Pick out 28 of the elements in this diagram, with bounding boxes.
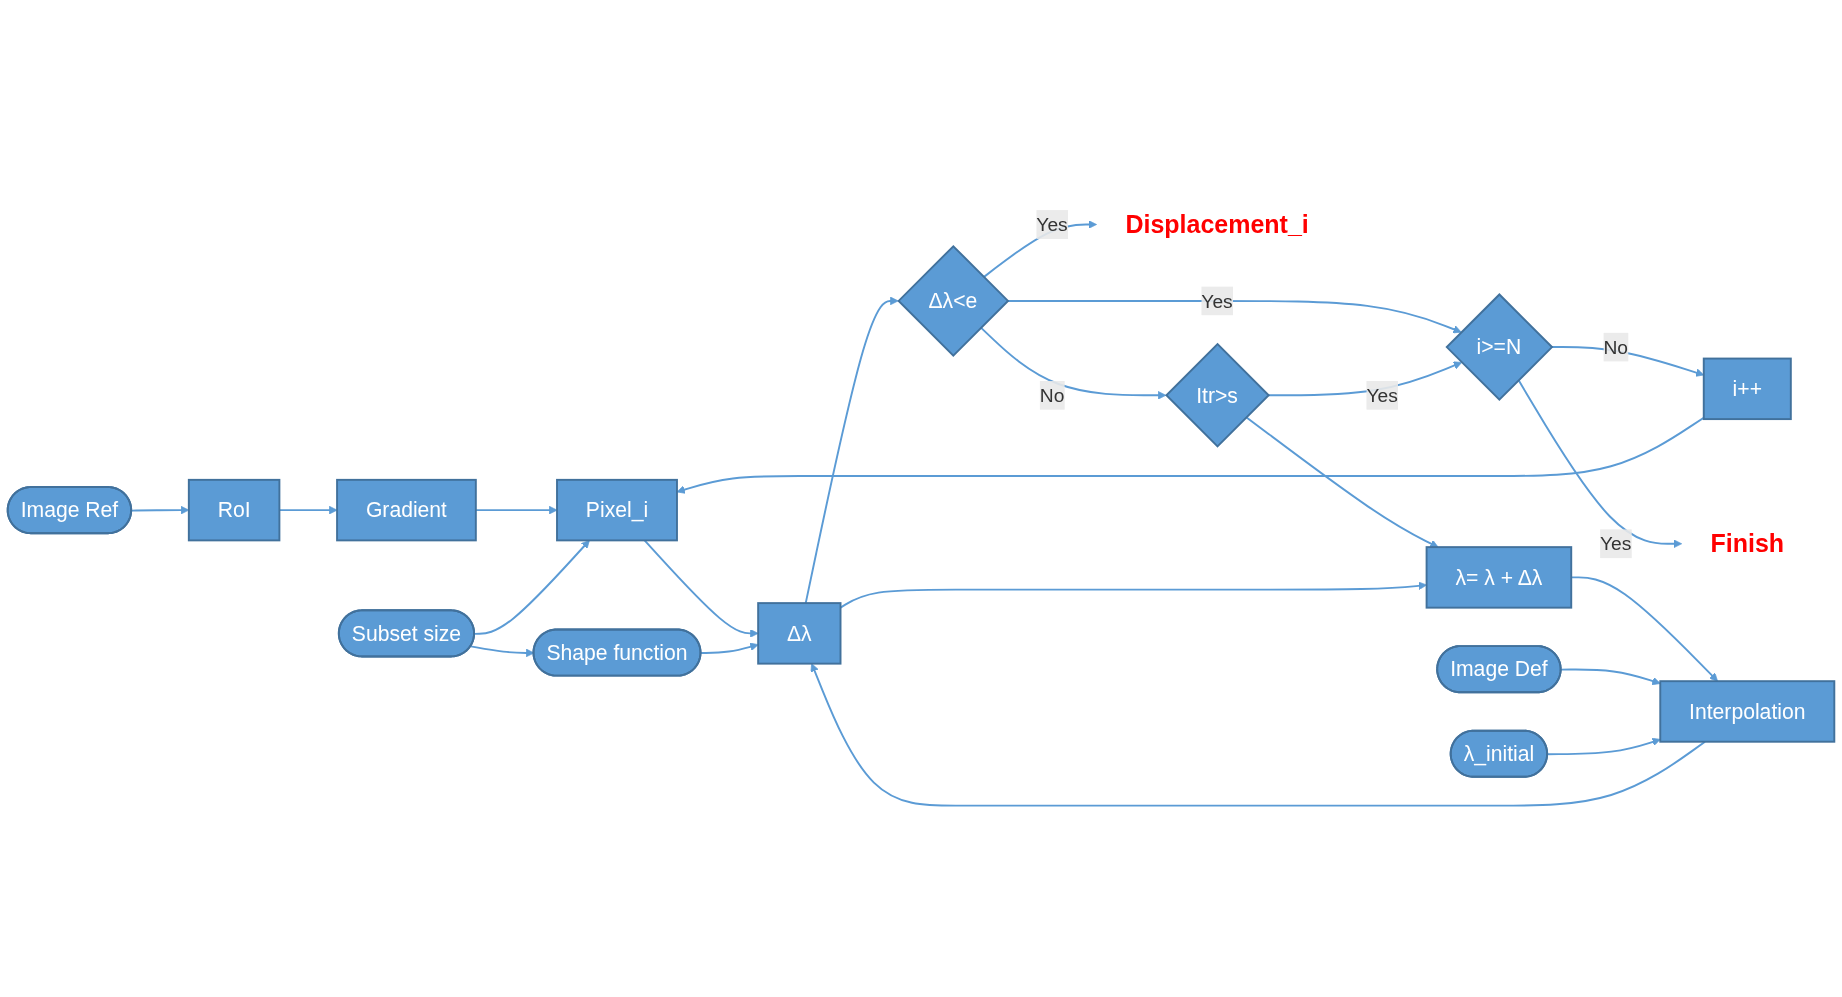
node-diamond [1165, 342, 1271, 448]
node-text: Finish [1710, 528, 1785, 558]
edge-label: Yes [1201, 290, 1233, 312]
arrow [804, 296, 899, 605]
node-diamond [897, 244, 1010, 357]
arrow [1006, 299, 1462, 334]
edge-label: Yes [1366, 384, 1398, 406]
node-box [187, 478, 281, 542]
node-box [1425, 546, 1573, 609]
node-box [1659, 680, 1836, 743]
node-box [336, 478, 477, 542]
edge-label: Yes [1036, 213, 1068, 236]
node-diamond [1445, 293, 1554, 402]
edge-label: No [1603, 336, 1629, 358]
arrow [700, 642, 759, 655]
node-box [1702, 357, 1792, 421]
node-box [757, 602, 842, 665]
edge-label: Yes [1600, 533, 1632, 555]
arrow [676, 416, 1705, 494]
node-text: Displacement_i [1125, 209, 1309, 239]
arrow [1245, 416, 1439, 548]
arrow [979, 326, 1167, 400]
arrow [643, 539, 759, 638]
arrow [810, 663, 1706, 807]
arrow [1560, 668, 1661, 686]
node-box [556, 478, 678, 542]
arrow [1517, 379, 1683, 548]
edge-label: No [1039, 384, 1065, 406]
